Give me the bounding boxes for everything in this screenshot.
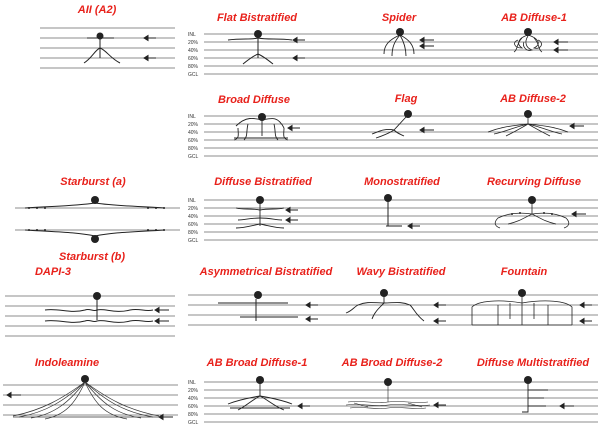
title-flat-bistratified: Flat Bistratified: [216, 12, 298, 24]
diagram-row-5: INL 20% 40% 60% 80% GCL: [188, 376, 598, 426]
title-broad-diffuse: Broad Diffuse: [218, 94, 290, 106]
svg-text:GCL: GCL: [188, 154, 199, 160]
svg-text:40%: 40%: [188, 396, 199, 402]
svg-text:GCL: GCL: [188, 72, 199, 78]
diagram-starburst: [15, 196, 180, 243]
diagram-aii-a2: [40, 27, 175, 69]
title-recurving-diffuse: Recurving Diffuse: [487, 176, 581, 188]
title-dapi-3: DAPI-3: [34, 266, 72, 278]
svg-text:60%: 60%: [188, 138, 199, 144]
title-spider: Spider: [381, 12, 417, 24]
title-flag: Flag: [394, 93, 418, 105]
svg-text:60%: 60%: [188, 56, 199, 62]
svg-text:GCL: GCL: [188, 420, 199, 426]
title-ab-broad-diffuse-2: AB Broad Diffuse-2: [341, 357, 443, 369]
title-wavy-bistratified: Wavy Bistratified: [356, 266, 446, 278]
svg-text:80%: 80%: [188, 64, 199, 70]
diagram-row-4: [188, 289, 598, 326]
svg-text:20%: 20%: [188, 40, 199, 46]
svg-text:60%: 60%: [188, 404, 199, 410]
svg-text:INL: INL: [188, 380, 196, 386]
svg-text:40%: 40%: [188, 130, 199, 136]
svg-text:80%: 80%: [188, 230, 199, 236]
title-starburst-b: Starburst (b): [59, 251, 125, 263]
title-indoleamine: Indoleamine: [34, 357, 100, 369]
diagram-indoleamine: [3, 375, 178, 421]
svg-text:80%: 80%: [188, 412, 199, 418]
svg-text:40%: 40%: [188, 48, 199, 54]
svg-text:20%: 20%: [188, 388, 199, 394]
svg-text:INL: INL: [188, 198, 196, 204]
title-diffuse-multistratified: Diffuse Multistratified: [476, 357, 590, 369]
svg-text:20%: 20%: [188, 122, 199, 128]
title-aii-a2: AII (A2): [77, 4, 117, 16]
svg-text:20%: 20%: [188, 206, 199, 212]
svg-text:80%: 80%: [188, 146, 199, 152]
title-fountain: Fountain: [500, 266, 548, 278]
diagram-dapi-3: [5, 292, 175, 337]
diagram-row-3: INL 20% 40% 60% 80% GCL: [188, 194, 598, 244]
diagram-row-1: INL 20% 40% 60% 80% GCL: [188, 28, 598, 78]
svg-text:60%: 60%: [188, 222, 199, 228]
title-asymmetrical-bistratified: Asymmetrical Bistratified: [199, 266, 333, 278]
title-ab-broad-diffuse-1: AB Broad Diffuse-1: [206, 357, 308, 369]
title-ab-diffuse-1: AB Diffuse-1: [501, 12, 567, 24]
svg-text:INL: INL: [188, 32, 196, 38]
title-monostratified: Monostratified: [364, 176, 440, 188]
title-diffuse-bistratified: Diffuse Bistratified: [214, 176, 312, 188]
svg-text:GCL: GCL: [188, 238, 199, 244]
svg-text:40%: 40%: [188, 214, 199, 220]
diagram-row-2: INL 20% 40% 60% 80% GCL: [188, 110, 598, 160]
svg-text:INL: INL: [188, 114, 196, 120]
title-starburst-a: Starburst (a): [60, 176, 126, 188]
title-ab-diffuse-2: AB Diffuse-2: [500, 93, 566, 105]
